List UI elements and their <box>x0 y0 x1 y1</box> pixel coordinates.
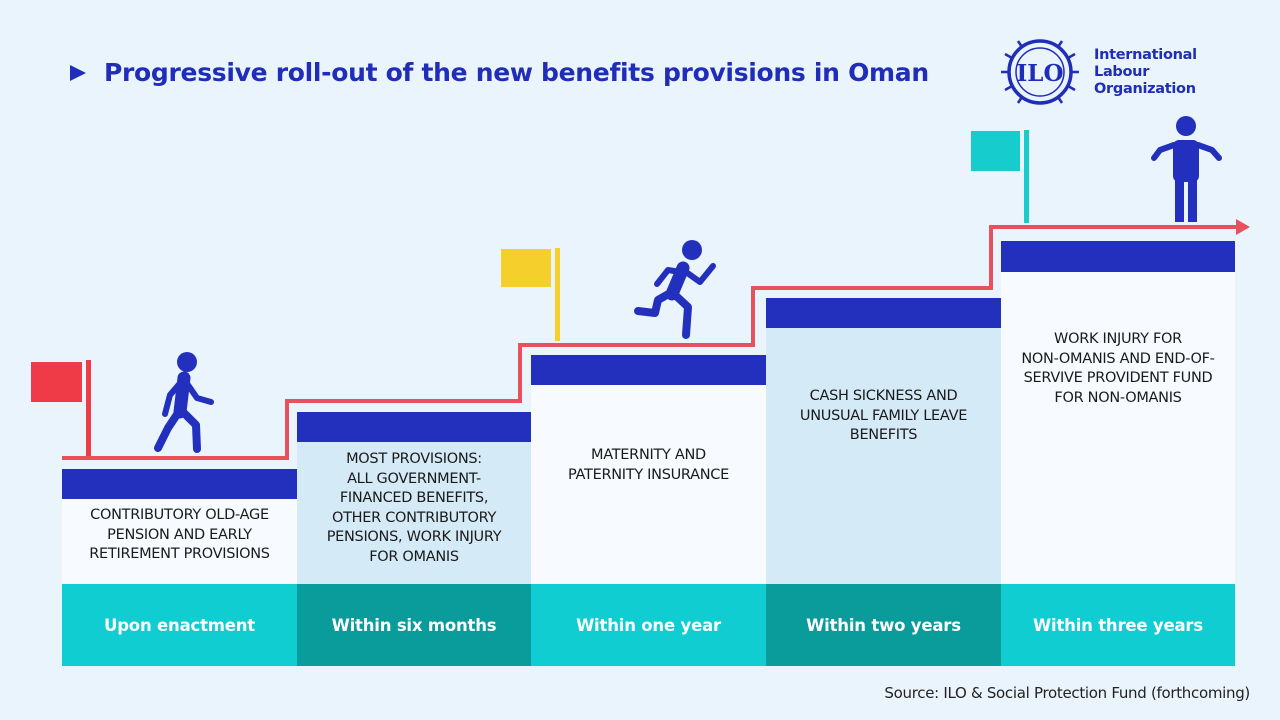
step-5-cap <box>1001 241 1235 272</box>
step-3-cap <box>531 355 766 385</box>
step-4-line1: CASH SICKNESS AND <box>809 388 958 404</box>
step-4-body <box>766 328 1001 584</box>
red-flag-icon <box>31 360 91 456</box>
walking-person-icon <box>154 352 214 453</box>
time-label-1: Upon enactment <box>104 615 255 635</box>
yellow-flag-icon <box>501 248 560 341</box>
step-1-body <box>62 499 297 584</box>
time-label-4: Within two years <box>806 615 961 635</box>
step-4-line3: BENEFITS <box>849 427 918 443</box>
step-3-line2: PATERNITY INSURANCE <box>568 466 729 483</box>
step-2-line2: ALL GOVERNMENT- <box>347 470 481 487</box>
time-label-2: Within six months <box>331 615 497 635</box>
step-2-line3: FINANCED BENEFITS, <box>339 490 489 506</box>
step-2-line5: PENSIONS, WORK INJURY <box>326 529 502 545</box>
step-1-cap <box>62 469 297 499</box>
time-bar-2 <box>297 584 531 666</box>
ilo-emblem-text: ILO <box>1017 60 1064 87</box>
time-bar-4 <box>766 584 1001 666</box>
time-bar-5 <box>1001 584 1235 666</box>
step-4-text: CASH SICKNESS AND UNUSUAL FAMILY LEAVE B… <box>766 387 1001 446</box>
ilo-logo: ILO International Labour Organization <box>998 38 1197 106</box>
running-person-icon <box>634 240 716 339</box>
progress-line <box>62 225 1240 460</box>
ilo-name-line1: International <box>1094 46 1197 63</box>
step-5-text: WORK INJURY FOR NON-OMANIS AND END-OF- S… <box>1001 330 1235 408</box>
title-arrow-icon <box>70 64 86 81</box>
step-3-line1: MATERNITY AND <box>591 447 706 463</box>
time-label-5: Within three years <box>1033 615 1203 635</box>
step-1-line1: CONTRIBUTORY OLD-AGE <box>90 507 269 523</box>
step-2-body <box>297 442 531 584</box>
title-bar: Progressive roll-out of the new benefits… <box>70 58 929 87</box>
ilo-name: International Labour Organization <box>1094 47 1197 98</box>
step-5-body <box>1001 271 1235 584</box>
step-5-line4: FOR NON-OMANIS <box>1054 389 1182 406</box>
page-title: Progressive roll-out of the new benefits… <box>104 58 929 87</box>
standing-person-icon <box>1151 116 1222 222</box>
step-5-line2: NON-OMANIS AND END-OF- <box>1021 350 1215 367</box>
time-bar-3 <box>531 584 766 666</box>
step-4-cap <box>766 298 1001 328</box>
step-2-line1: MOST PROVISIONS: <box>346 451 482 467</box>
step-2-cap <box>297 412 531 442</box>
ilo-name-line3: Organization <box>1094 80 1196 97</box>
step-5-line1: WORK INJURY FOR <box>1054 331 1182 347</box>
step-1-line3: RETIREMENT PROVISIONS <box>89 546 270 562</box>
ilo-emblem-icon: ILO <box>1001 39 1079 105</box>
step-3-text: MATERNITY AND PATERNITY INSURANCE <box>531 446 766 485</box>
progress-arrow-icon <box>1236 219 1250 235</box>
time-label-3: Within one year <box>576 615 721 635</box>
step-2-line4: OTHER CONTRIBUTORY <box>331 509 497 526</box>
step-2-line6: FOR OMANIS <box>369 548 459 565</box>
step-5-line3: SERVIVE PROVIDENT FUND <box>1023 370 1213 386</box>
ilo-name-line2: Labour <box>1094 63 1150 80</box>
step-2-text: MOST PROVISIONS: ALL GOVERNMENT- FINANCE… <box>297 450 531 567</box>
step-1-text: CONTRIBUTORY OLD-AGE PENSION AND EARLY R… <box>62 506 297 565</box>
source-note: Source: ILO & Social Protection Fund (fo… <box>884 684 1250 702</box>
step-1-line2: PENSION AND EARLY <box>107 526 252 543</box>
step-4-line2: UNUSUAL FAMILY LEAVE <box>799 407 968 424</box>
time-bar-1 <box>62 584 297 666</box>
step-3-body <box>531 385 766 584</box>
teal-flag-icon <box>971 130 1029 223</box>
